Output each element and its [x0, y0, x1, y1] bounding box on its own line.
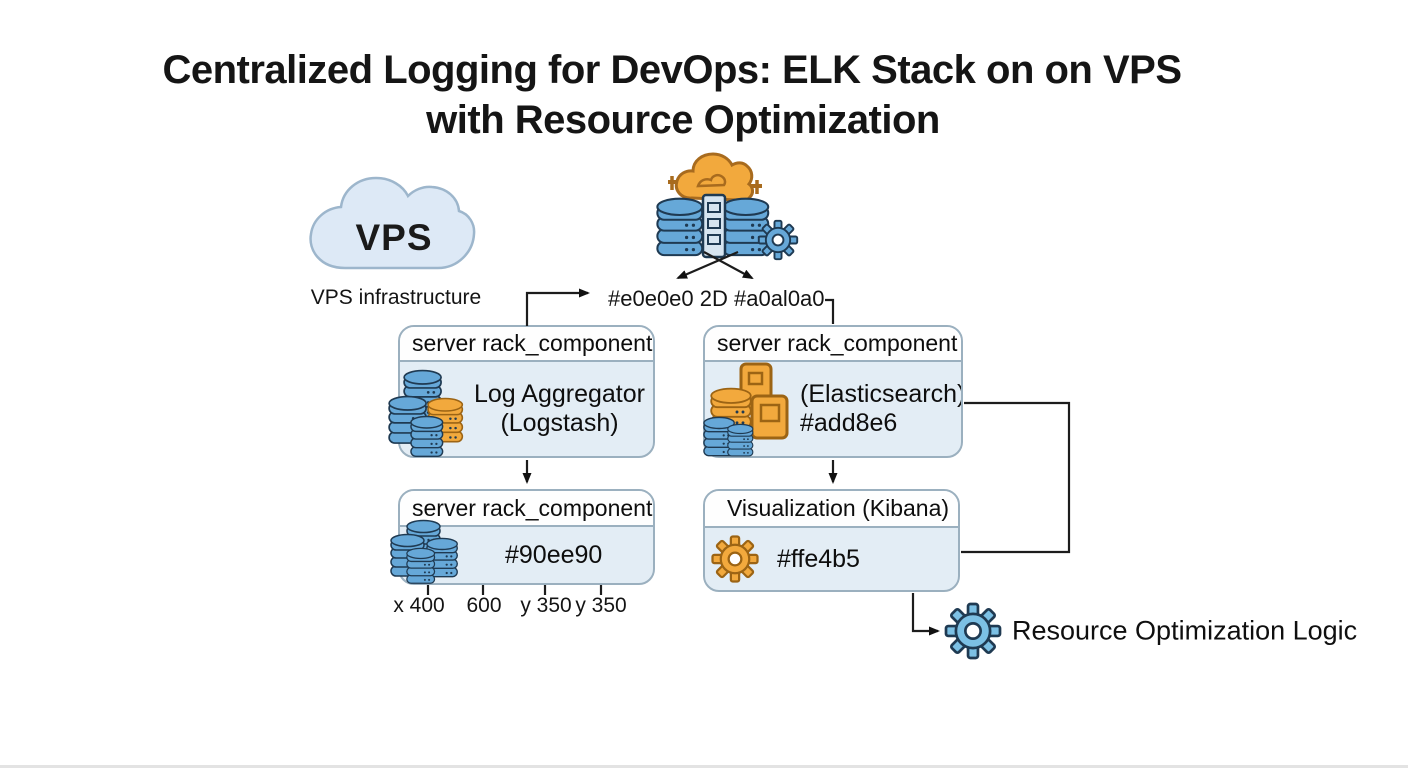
node-log-aggregator-line1: Log Aggregator — [474, 380, 645, 408]
node-kibana-header: Visualization (Kibana) — [705, 491, 958, 528]
database-cluster-icon — [656, 152, 799, 261]
page-title-line2: with Resource Optimization — [426, 98, 940, 142]
resource-optimization-label: Resource Optimization Logic — [1012, 615, 1358, 646]
node-kibana: Visualization (Kibana) #ffe4b5 — [703, 489, 960, 592]
node-elasticsearch-line1: (Elasticsearch) — [800, 380, 963, 408]
color-note: #e0e0e0 2D #a0al0a0 — [608, 286, 825, 311]
node-log-aggregator-header: server rack_component — [400, 327, 653, 362]
arrow-to-elasticsearch — [703, 251, 754, 279]
axis-label-y350-a: y 350 — [520, 594, 572, 617]
gear-icon — [757, 219, 799, 261]
page-title-line1: Centralized Logging for DevOps: ELK Stac… — [162, 48, 1182, 92]
arrow-kibana-to-gear — [911, 593, 940, 636]
axis-label-x400: x 400 — [393, 594, 445, 617]
arrow-to-logstash — [676, 250, 739, 280]
server-rack-icon — [701, 193, 727, 259]
node-server-rack-color-code: #90ee90 — [505, 540, 603, 569]
node-kibana-color-code: #ffe4b5 — [777, 544, 860, 573]
node-elasticsearch: server rack_component (Elasticsearch) #a… — [703, 325, 963, 458]
node-server-rack: server rack_component #90ee90 — [398, 489, 655, 585]
node-elasticsearch-header: server rack_component — [705, 327, 961, 362]
axis-label-600: 600 — [466, 594, 502, 617]
node-elasticsearch-color-code: #add8e6 — [800, 409, 898, 437]
elbow-note-to-elasticsearch — [825, 298, 835, 324]
loop-elasticsearch-kibana — [961, 401, 1071, 554]
cloud-doodle-icon — [674, 152, 754, 203]
axis-label-y350-b: y 350 — [575, 594, 627, 617]
arrow-vps-to-note — [525, 288, 590, 326]
vps-infrastructure-caption: VPS infrastructure — [310, 286, 482, 309]
resource-gear-icon — [944, 602, 1002, 660]
node-server-rack-header: server rack_component — [400, 491, 653, 527]
node-log-aggregator: server rack_component Log Aggregator (Lo… — [398, 325, 655, 458]
vps-cloud-label: VPS — [355, 217, 433, 258]
node-log-aggregator-line2: (Logstash) — [500, 409, 619, 437]
